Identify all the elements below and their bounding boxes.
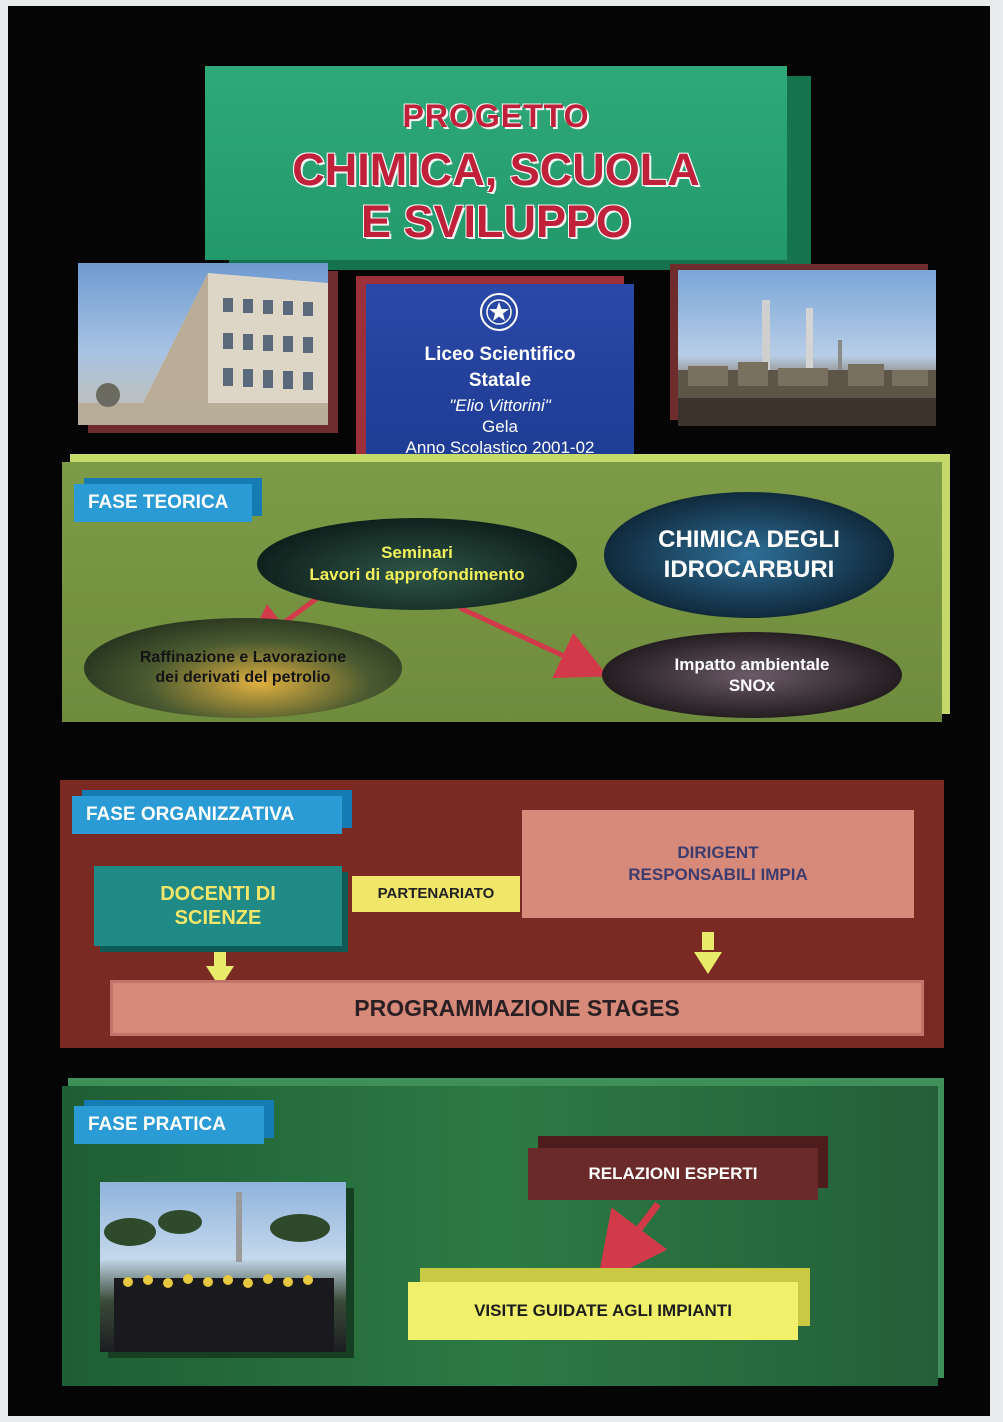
group-visit-image [104,1192,334,1352]
school-photo [78,263,328,425]
title-block: PROGETTO CHIMICA, SCUOLA E SVILUPPO [205,66,787,260]
liceo-info-box: Liceo Scientifico Statale "Elio Vittorin… [366,284,634,462]
liceo-name-line1: Liceo Scientifico [424,344,576,365]
impatto-line1: Impatto ambientale [674,655,830,674]
section-fase-organizzativa: FASE ORGANIZZATIVA DOCENTI DI SCIENZE PA… [60,780,944,1048]
ellipse-chimica-idrocarburi: CHIMICA DEGLI IDROCARBURI [604,492,894,618]
refinery-photo [678,270,936,426]
dirigent-line1: DIRIGENT [677,843,759,862]
chimica-line1: CHIMICA DEGLI [658,526,840,553]
seminari-line1: Seminari [381,543,453,562]
liceo-city: Gela [482,417,518,436]
docenti-scienze-box: DOCENTI DI SCIENZE [94,866,342,946]
phase-label-organizzativa: FASE ORGANIZZATIVA [72,796,342,834]
phase-label-teorica: FASE TEORICA [74,484,252,522]
title-progetto: PROGETTO [402,98,590,134]
liceo-dedication: "Elio Vittorini" [449,396,551,415]
section-fase-teorica: FASE TEORICA Seminari Lavori di approfon… [62,462,942,722]
chimica-line2: IDROCARBURI [663,556,835,583]
down-arrow-stem-left [214,952,226,970]
ellipse-impatto-ambientale: Impatto ambientale SNOx [602,632,902,718]
impatto-line2: SNOx [728,676,776,695]
title-line-2: E SVILUPPO [360,196,632,247]
docenti-line2: SCIENZE [174,907,262,929]
ellipse-raffinazione: Raffinazione e Lavorazione dei derivati … [84,618,402,718]
partenariato-label: PARTENARIATO [352,876,520,912]
arrow-icon [597,1201,668,1285]
group-photo [100,1182,346,1352]
docenti-line1: DOCENTI DI [160,883,276,905]
school-building-image [78,273,328,425]
liceo-name-line2: Statale [468,370,532,391]
dirigent-line2: RESPONSABILI IMPIA [628,865,808,884]
visite-guidate-box: VISITE GUIDATE AGLI IMPIANTI [408,1282,798,1340]
title-main: CHIMICA, SCUOLA E SVILUPPO [205,144,787,248]
refinery-image [678,300,936,426]
emblem-icon [480,293,518,331]
raff-line2: dei derivati del petrolio [155,669,331,686]
raff-line1: Raffinazione e Lavorazione [139,649,347,666]
down-arrow-icon [694,952,722,974]
section-fase-pratica: FASE PRATICA RELAZIONI ESPERTI [62,1086,938,1386]
programmazione-stages-box: PROGRAMMAZIONE STAGES [110,980,924,1036]
relazioni-esperti-box: RELAZIONI ESPERTI [528,1148,818,1200]
phase-label-pratica: FASE PRATICA [74,1106,264,1144]
liceo-school-year: Anno Scolastico 2001-02 [405,438,595,457]
title-line-1: CHIMICA, SCUOLA [292,144,700,195]
dirigenti-responsabili-box: DIRIGENT RESPONSABILI IMPIA [522,810,914,918]
seminari-line2: Lavori di approfondimento [309,565,525,584]
ellipse-seminari: Seminari Lavori di approfondimento [257,518,577,610]
down-arrow-stem-right [702,932,714,950]
